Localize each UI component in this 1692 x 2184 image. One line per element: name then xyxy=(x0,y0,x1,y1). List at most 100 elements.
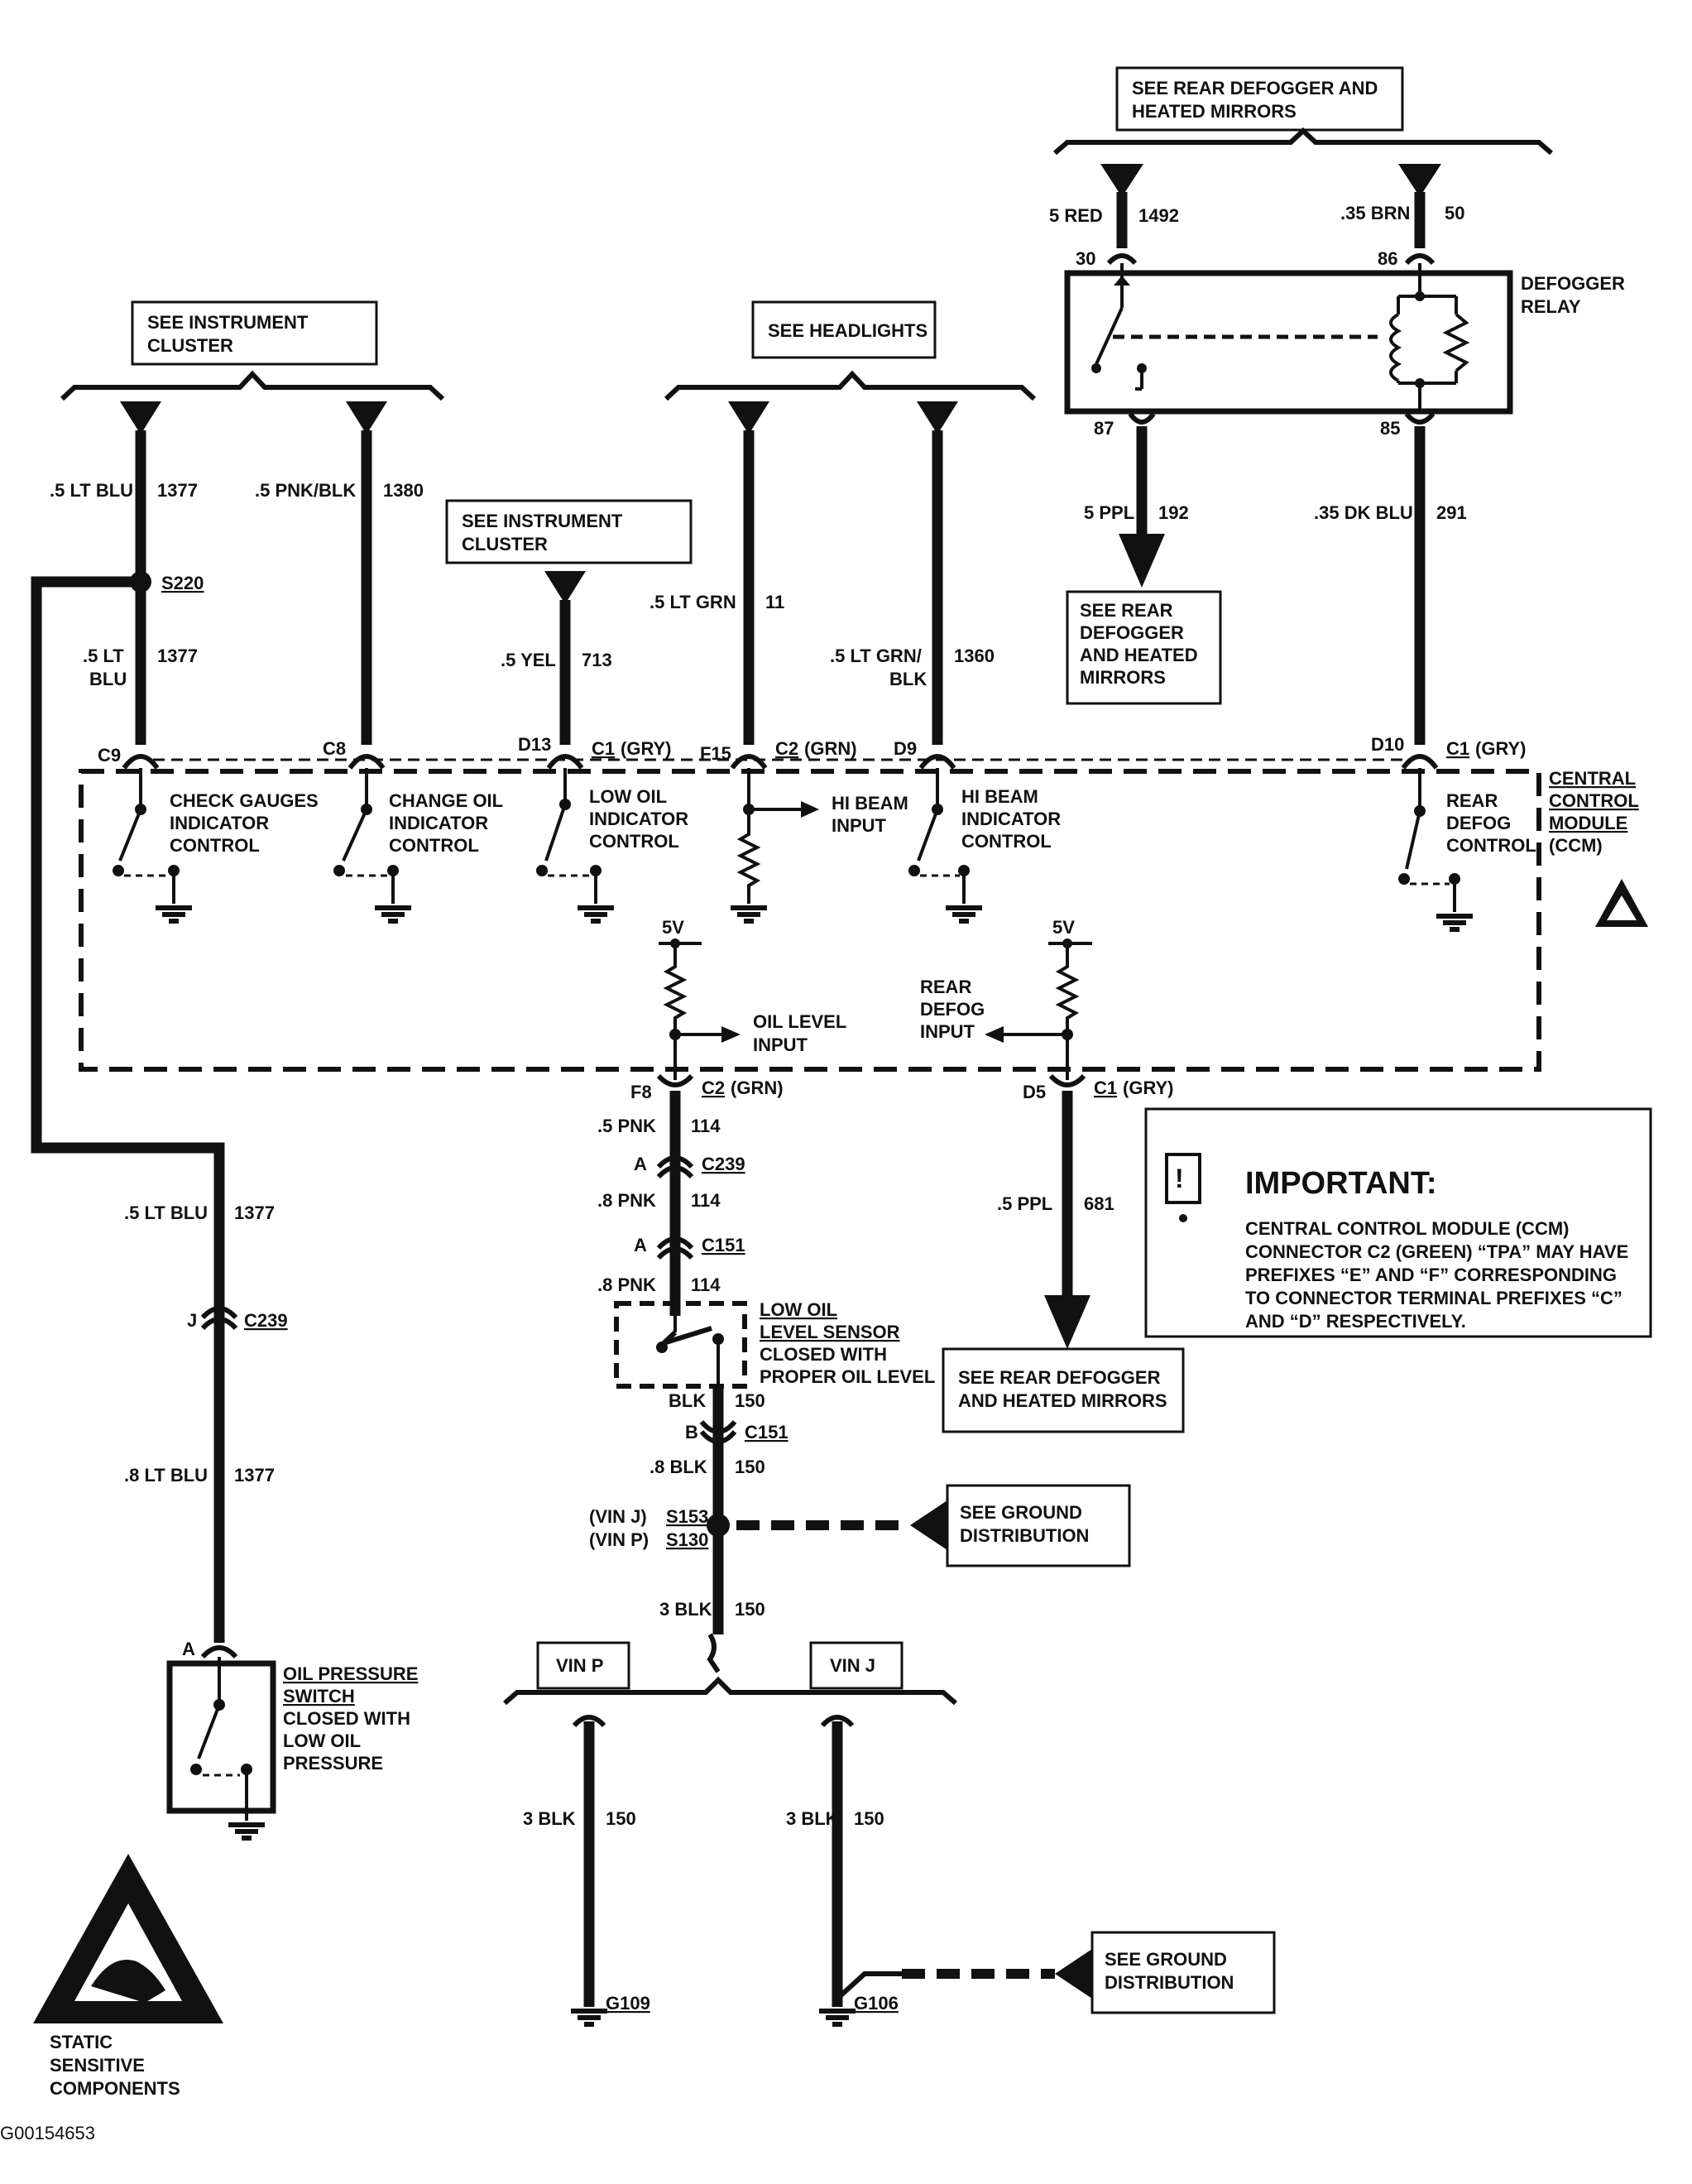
svg-text:5V: 5V xyxy=(1052,917,1075,938)
svg-text:RELAY: RELAY xyxy=(1521,296,1581,317)
connector-arrow-11 xyxy=(728,401,769,434)
static-sensitive-icon xyxy=(33,1854,223,2023)
splice-s153-s130 xyxy=(707,1514,730,1537)
svg-text:AND HEATED MIRRORS: AND HEATED MIRRORS xyxy=(958,1390,1167,1411)
svg-text:A: A xyxy=(182,1639,195,1659)
svg-text:681: 681 xyxy=(1084,1193,1114,1214)
svg-text:(GRY): (GRY) xyxy=(1123,1078,1174,1098)
svg-text:SEE REAR DEFOGGER AND: SEE REAR DEFOGGER AND xyxy=(1132,78,1378,98)
svg-text:85: 85 xyxy=(1380,418,1400,439)
svg-text:3 BLK: 3 BLK xyxy=(659,1599,712,1620)
svg-text:SEE REAR: SEE REAR xyxy=(1080,600,1173,621)
svg-text:291: 291 xyxy=(1436,502,1467,523)
svg-text:.5 LT GRN: .5 LT GRN xyxy=(649,592,736,612)
svg-text:CONTROL: CONTROL xyxy=(961,831,1052,852)
svg-text:5V: 5V xyxy=(662,917,684,938)
svg-text:SEE INSTRUMENT: SEE INSTRUMENT xyxy=(462,511,623,531)
svg-text:(VIN P): (VIN P) xyxy=(589,1529,649,1550)
svg-text:(CCM): (CCM) xyxy=(1549,835,1603,856)
svg-text:.5 LT BLU: .5 LT BLU xyxy=(124,1202,208,1223)
svg-text:.5 LT GRN/: .5 LT GRN/ xyxy=(830,646,922,666)
svg-text:OIL PRESSURE: OIL PRESSURE xyxy=(283,1663,418,1684)
svg-text:(GRY): (GRY) xyxy=(1475,738,1527,759)
connector-arrow-50 xyxy=(1398,164,1441,197)
svg-text:SWITCH: SWITCH xyxy=(283,1686,355,1706)
svg-text:PROPER OIL LEVEL: PROPER OIL LEVEL xyxy=(760,1366,935,1387)
svg-text:C239: C239 xyxy=(702,1154,745,1174)
svg-text:CLUSTER: CLUSTER xyxy=(462,534,548,554)
svg-text:(GRN): (GRN) xyxy=(804,738,857,759)
svg-text:CONTROL: CONTROL xyxy=(389,835,479,856)
ground-dist-arrow-1 xyxy=(910,1500,947,1550)
svg-text:5 PPL: 5 PPL xyxy=(1084,502,1134,523)
vin-j-box: VIN J xyxy=(809,1641,904,1690)
svg-text:C1: C1 xyxy=(1446,738,1469,759)
svg-text:REAR: REAR xyxy=(920,977,971,997)
vin-p-box: VIN P xyxy=(536,1641,630,1690)
defogger-relay: DEFOGGER RELAY xyxy=(1064,263,1625,415)
ccm-top-terminals xyxy=(122,754,1439,770)
svg-text:VIN P: VIN P xyxy=(556,1655,603,1676)
svg-text:192: 192 xyxy=(1158,502,1189,523)
terminal-f8 xyxy=(656,1073,694,1087)
svg-text:G109: G109 xyxy=(606,1993,650,2014)
svg-text:F15: F15 xyxy=(700,743,731,764)
see-headlights-box: SEE HEADLIGHTS xyxy=(751,300,937,359)
svg-text:.8 PNK: .8 PNK xyxy=(597,1274,656,1295)
svg-text:LEVEL SENSOR: LEVEL SENSOR xyxy=(760,1322,900,1342)
svg-text:C2: C2 xyxy=(702,1078,725,1098)
rear-defog-input-circuit xyxy=(985,938,1092,1080)
svg-text:INDICATOR: INDICATOR xyxy=(961,809,1061,829)
svg-text:HEATED MIRRORS: HEATED MIRRORS xyxy=(1132,101,1297,122)
svg-text:C1: C1 xyxy=(592,738,615,759)
svg-text:STATIC: STATIC xyxy=(50,2032,113,2052)
svg-text:D5: D5 xyxy=(1023,1082,1046,1102)
svg-text:C2: C2 xyxy=(775,738,798,759)
svg-text:CHANGE OIL: CHANGE OIL xyxy=(389,790,503,811)
svg-text:713: 713 xyxy=(582,650,612,670)
svg-text:DEFOGGER: DEFOGGER xyxy=(1521,273,1625,294)
svg-text:INPUT: INPUT xyxy=(753,1034,808,1055)
svg-text:SEE GROUND: SEE GROUND xyxy=(960,1502,1082,1523)
connector-arrow-1377 xyxy=(120,401,161,434)
svg-text:1492: 1492 xyxy=(1138,205,1179,226)
svg-text:150: 150 xyxy=(735,1390,765,1411)
svg-text:114: 114 xyxy=(691,1190,721,1211)
instrument-cluster-harness-bracket xyxy=(60,370,445,401)
svg-text:SEE REAR DEFOGGER: SEE REAR DEFOGGER xyxy=(958,1367,1161,1388)
hi-beam-indicator-switch xyxy=(908,768,982,921)
svg-text:150: 150 xyxy=(606,1808,636,1829)
svg-text:1360: 1360 xyxy=(954,646,995,666)
arrow-to-rear-defogger-low xyxy=(1044,1295,1090,1349)
svg-text:HI BEAM: HI BEAM xyxy=(832,793,908,814)
svg-text:C151: C151 xyxy=(745,1422,788,1442)
svg-text:1380: 1380 xyxy=(383,480,424,501)
svg-text:S130: S130 xyxy=(666,1529,708,1550)
svg-text:CONTROL: CONTROL xyxy=(1549,790,1639,811)
connector-arrow-1360 xyxy=(917,401,958,434)
terminal-d5 xyxy=(1048,1073,1086,1087)
svg-text:LOW OIL: LOW OIL xyxy=(760,1299,837,1320)
svg-text:CONTROL: CONTROL xyxy=(589,831,679,852)
svg-text:(GRY): (GRY) xyxy=(621,738,672,759)
central-control-module-box xyxy=(79,769,1541,1072)
svg-text:COMPONENTS: COMPONENTS xyxy=(50,2078,180,2099)
svg-text:114: 114 xyxy=(691,1274,721,1295)
svg-text:INDICATOR: INDICATOR xyxy=(589,809,688,829)
svg-text:C8: C8 xyxy=(323,738,346,759)
arrow-to-rear-defogger-mid xyxy=(1119,534,1165,588)
svg-text:TO CONNECTOR TERMINAL PREFIXES: TO CONNECTOR TERMINAL PREFIXES “C” xyxy=(1245,1288,1622,1308)
change-oil-switch xyxy=(333,768,411,921)
svg-text:DISTRIBUTION: DISTRIBUTION xyxy=(960,1525,1089,1546)
see-ground-distribution-box-1: SEE GROUND DISTRIBUTION xyxy=(946,1484,1131,1567)
figure-id: G00154653 xyxy=(0,2123,95,2143)
svg-text:3 BLK: 3 BLK xyxy=(523,1808,576,1829)
important-note: ! IMPORTANT: CENTRAL CONTROL MODULE (CCM… xyxy=(1144,1107,1652,1338)
svg-text:.5 PPL: .5 PPL xyxy=(997,1193,1052,1214)
svg-text:.8 PNK: .8 PNK xyxy=(597,1190,656,1211)
low-oil-level-sensor xyxy=(614,1301,747,1390)
see-instrument-cluster-box-1: SEE INSTRUMENT CLUSTER xyxy=(131,300,378,366)
svg-text:F8: F8 xyxy=(630,1082,652,1102)
svg-text:!: ! xyxy=(1175,1164,1184,1193)
svg-text:BLU: BLU xyxy=(89,669,127,689)
